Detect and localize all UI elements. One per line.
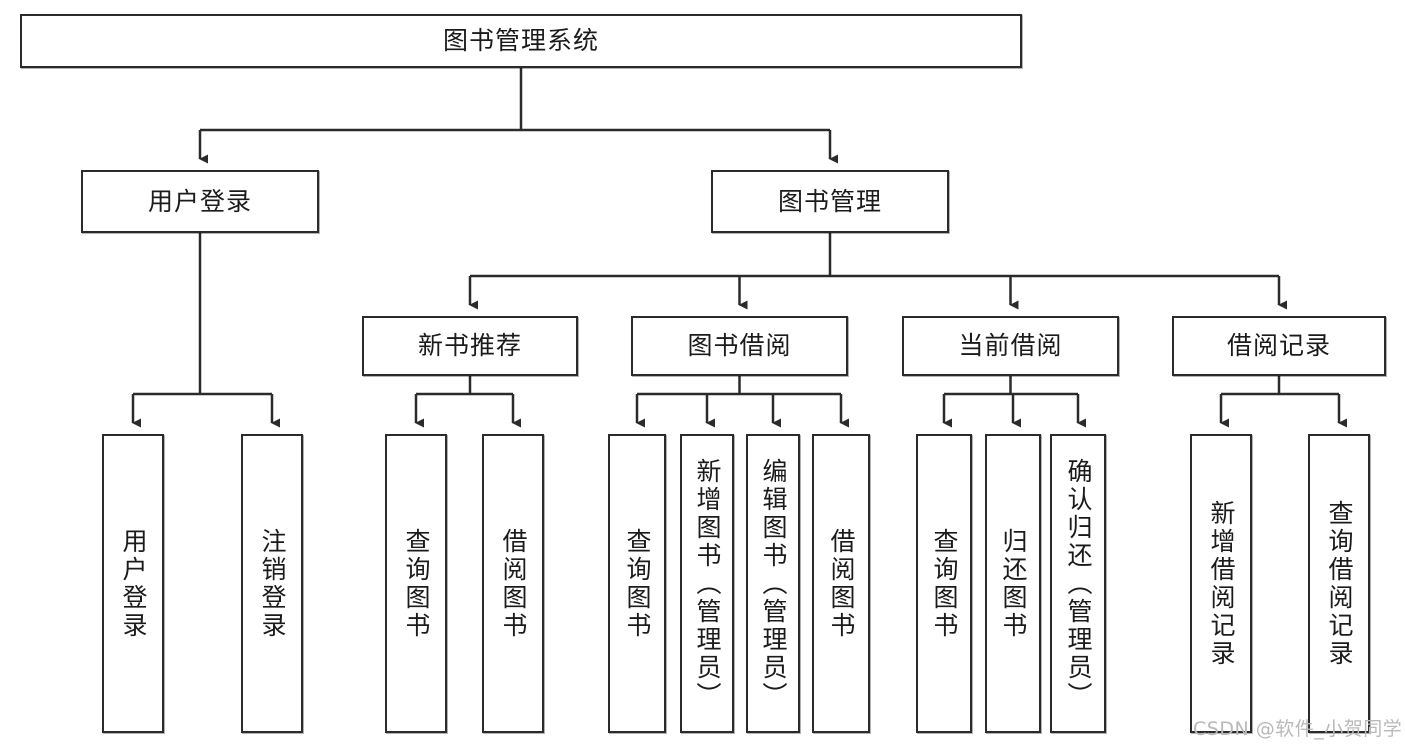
node-label: 新增借阅记录 [1207,499,1236,668]
node-bookmgmt[interactable]: 图书管理 [711,170,949,233]
node-borrow[interactable]: 图书借阅 [631,316,848,376]
node-root[interactable]: 图书管理系统 [20,14,1022,68]
node-records[interactable]: 借阅记录 [1172,316,1386,376]
node-label: 新书推荐 [417,331,522,361]
node-leaf1[interactable]: 用户登录 [102,434,164,733]
node-leaf4[interactable]: 借阅图书 [482,434,544,733]
node-label: 注销登录 [258,527,287,640]
node-label: 确认归还（管理员） [1064,457,1093,710]
node-leaf3[interactable]: 查询图书 [385,434,447,733]
node-label: 归还图书 [999,527,1028,640]
node-label: 图书借阅 [687,331,792,361]
node-leaf9[interactable]: 查询图书 [916,434,972,733]
node-label: 查询图书 [930,527,959,640]
node-label: 借阅图书 [827,527,856,640]
node-label: 图书管理系统 [442,26,599,56]
node-label: 用户登录 [119,527,148,640]
node-leaf7[interactable]: 编辑图书（管理员） [746,434,800,733]
node-leaf8[interactable]: 借阅图书 [812,434,870,733]
node-label: 查询图书 [623,527,652,640]
node-leaf13[interactable]: 查询借阅记录 [1308,434,1370,733]
node-label: 编辑图书（管理员） [759,457,788,710]
node-login[interactable]: 用户登录 [81,170,319,233]
node-label: 图书管理 [777,186,882,216]
node-label: 用户登录 [147,186,252,216]
node-current[interactable]: 当前借阅 [902,316,1119,376]
node-leaf11[interactable]: 确认归还（管理员） [1050,434,1106,733]
node-label: 借阅记录 [1226,331,1331,361]
node-label: 当前借阅 [958,331,1063,361]
node-label: 查询图书 [402,527,431,640]
node-newbook[interactable]: 新书推荐 [362,316,578,376]
node-leaf2[interactable]: 注销登录 [241,434,303,733]
node-leaf12[interactable]: 新增借阅记录 [1190,434,1252,733]
node-leaf6[interactable]: 新增图书（管理员） [680,434,734,733]
node-label: 借阅图书 [499,527,528,640]
csdn-watermark: CSDN @软件_小贺同学 [1193,718,1403,740]
node-label: 查询借阅记录 [1325,499,1354,668]
node-leaf5[interactable]: 查询图书 [608,434,666,733]
node-leaf10[interactable]: 归还图书 [985,434,1041,733]
node-label: 新增图书（管理员） [693,457,722,710]
